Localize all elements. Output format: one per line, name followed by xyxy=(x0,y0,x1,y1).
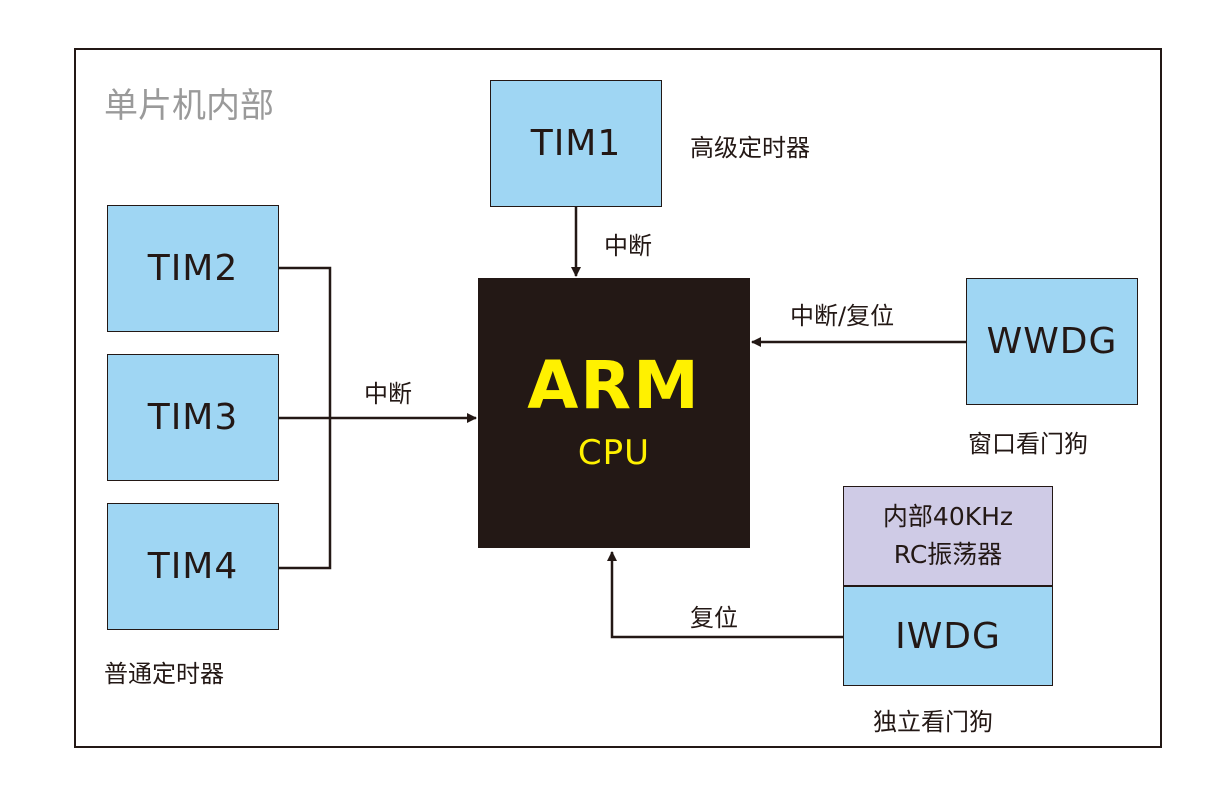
edge-iwdg-cpu xyxy=(607,551,843,639)
mcu-boundary xyxy=(74,48,1162,748)
tim3-label: TIM3 xyxy=(147,397,239,438)
tim2-label: TIM2 xyxy=(147,248,239,289)
iwdg-caption: 独立看门狗 xyxy=(873,708,993,736)
wwdg-label: WWDG xyxy=(986,321,1118,362)
wwdg-block: WWDG xyxy=(966,278,1138,405)
rc-line2: RC振荡器 xyxy=(893,540,1003,569)
tim1-block: TIM1 xyxy=(490,80,662,207)
tim1-label: TIM1 xyxy=(530,123,622,164)
iwdg-block: IWDG xyxy=(843,586,1053,686)
edge-label-wwdg: 中断/复位 xyxy=(790,302,895,330)
general-timer-caption: 普通定时器 xyxy=(104,660,224,688)
tim1-caption: 高级定时器 xyxy=(690,134,810,162)
rc-line1: 内部40KHz xyxy=(882,502,1014,531)
tim3-block: TIM3 xyxy=(107,354,279,481)
wwdg-caption: 窗口看门狗 xyxy=(968,430,1088,458)
rc-oscillator-block: 内部40KHz RC振荡器 xyxy=(843,486,1053,586)
arm-cpu-block: ARM CPU xyxy=(478,278,750,548)
cpu-subtitle: CPU xyxy=(577,433,651,473)
cpu-name: ARM xyxy=(527,347,701,424)
tim4-label: TIM4 xyxy=(147,546,239,587)
section-title: 单片机内部 xyxy=(104,86,274,126)
tim2-block: TIM2 xyxy=(107,205,279,332)
edge-label-iwdg: 复位 xyxy=(690,604,738,632)
iwdg-label: IWDG xyxy=(895,615,1001,657)
tim4-block: TIM4 xyxy=(107,503,279,630)
edge-label-tim1: 中断 xyxy=(604,232,652,260)
edge-label-general: 中断 xyxy=(364,380,412,408)
